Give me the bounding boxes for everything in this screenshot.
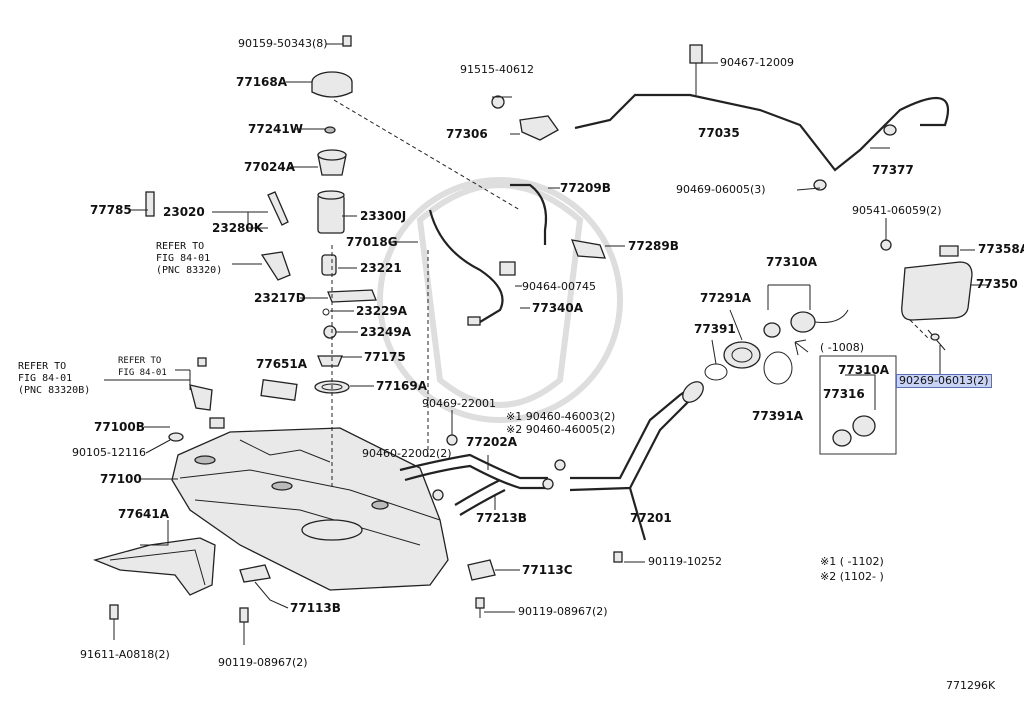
- part-label: 77289B: [628, 239, 679, 253]
- fuel-lid: [880, 239, 973, 351]
- watermark: [377, 177, 623, 423]
- part-label: 23300J: [360, 209, 407, 223]
- refer-line: REFER TO: [18, 361, 67, 372]
- part-label: 77291A: [700, 291, 752, 305]
- part-label: 77651A: [256, 357, 308, 371]
- part-label: 77391A: [752, 409, 804, 423]
- filler-pipe: [569, 381, 704, 541]
- part-label: 23217D: [254, 291, 306, 305]
- part-label: 77310A: [838, 363, 890, 377]
- part-label: 77175: [364, 350, 406, 364]
- fuel-tank: [171, 427, 449, 591]
- part-label: 90119-08967(2): [218, 656, 308, 669]
- tank-protector: [92, 537, 216, 596]
- part-label: 77035: [698, 126, 740, 140]
- refer-line: (PNC 83320B): [18, 385, 91, 396]
- refer-line: FIG 84-01: [118, 368, 167, 378]
- part-label: 77209B: [560, 181, 611, 195]
- part-label: 77100B: [94, 420, 145, 434]
- part-label: 77785: [90, 203, 132, 217]
- part-label: 77113C: [522, 563, 573, 577]
- part-label: 23229A: [356, 304, 408, 318]
- marked-part-2: ※2 90460-46005(2): [506, 423, 616, 436]
- refer-line: (PNC 83320): [156, 265, 223, 276]
- refer-note-pnc-83320[interactable]: REFER TO FIG 84-01 (PNC 83320): [156, 241, 222, 277]
- legend-line-1: ※1 ( -1102): [820, 555, 884, 568]
- part-label: 77358A: [978, 242, 1024, 256]
- part-label: 23249A: [360, 325, 412, 339]
- tank-small-parts: [168, 384, 496, 583]
- part-label: 77241W: [248, 122, 303, 136]
- part-label: 23221: [360, 261, 402, 275]
- part-label: 90541-06059(2): [852, 204, 942, 217]
- filler-neck-parts: [704, 284, 897, 455]
- part-label: 90460-22002(2): [362, 447, 452, 460]
- part-label: 91611-A0818(2): [80, 648, 170, 661]
- refer-line: REFER TO: [118, 356, 162, 366]
- part-label: 77316: [823, 387, 865, 401]
- bolts: [109, 35, 623, 645]
- opener-cable: [491, 44, 950, 191]
- part-label: 90469-22001: [422, 397, 496, 410]
- refer-line: REFER TO: [156, 241, 205, 252]
- part-label: 90464-00745: [522, 280, 596, 293]
- part-label: 90119-10252: [648, 555, 722, 568]
- part-label: 77641A: [118, 507, 170, 521]
- part-label: 77350: [976, 277, 1018, 291]
- part-label: 77168A: [236, 75, 288, 89]
- filler-hoses: [399, 434, 566, 516]
- part-label: 90159-50343(8): [238, 37, 328, 50]
- leader-lines: [104, 43, 990, 613]
- part-label: 77113B: [290, 601, 341, 615]
- refer-note-fig-84-01[interactable]: REFER TO FIG 84-01: [118, 355, 167, 379]
- part-label: 77213B: [476, 511, 527, 525]
- part-label: 23280K: [212, 221, 264, 235]
- part-label: 77201: [630, 511, 672, 525]
- part-label: 90105-12116: [72, 446, 146, 459]
- part-label: 90469-06005(3): [676, 183, 766, 196]
- figure-code: 771296K: [946, 679, 996, 692]
- fuel-pump-stack: [145, 71, 521, 490]
- refer-line: FIG 84-01: [18, 373, 73, 384]
- marked-part-1: ※1 90460-46003(2): [506, 410, 616, 423]
- refer-note-pnc-83320b[interactable]: REFER TO FIG 84-01 (PNC 83320B): [18, 361, 90, 397]
- legend-line-2: ※2 (1102- ): [820, 570, 884, 583]
- part-label: 77024A: [244, 160, 296, 174]
- part-label: 23020: [163, 205, 205, 219]
- part-label: 77340A: [532, 301, 584, 315]
- part-label: 77391: [694, 322, 736, 336]
- part-label: 91515-40612: [460, 63, 534, 76]
- part-label: 77306: [446, 127, 488, 141]
- part-label: 77018G: [346, 235, 398, 249]
- part-label: 77100: [100, 472, 142, 486]
- date-note: ( -1008): [820, 341, 865, 354]
- vent-tubes: [428, 183, 606, 326]
- part-label: 77377: [872, 163, 914, 177]
- part-label: 90467-12009: [720, 56, 794, 69]
- part-label: 77310A: [766, 255, 818, 269]
- part-label: 90119-08967(2): [518, 605, 608, 618]
- part-label: 77169A: [376, 379, 428, 393]
- highlighted-part-label[interactable]: 90269-06013(2): [896, 374, 992, 388]
- refer-line: FIG 84-01: [156, 253, 211, 264]
- part-label: 77202A: [466, 435, 518, 449]
